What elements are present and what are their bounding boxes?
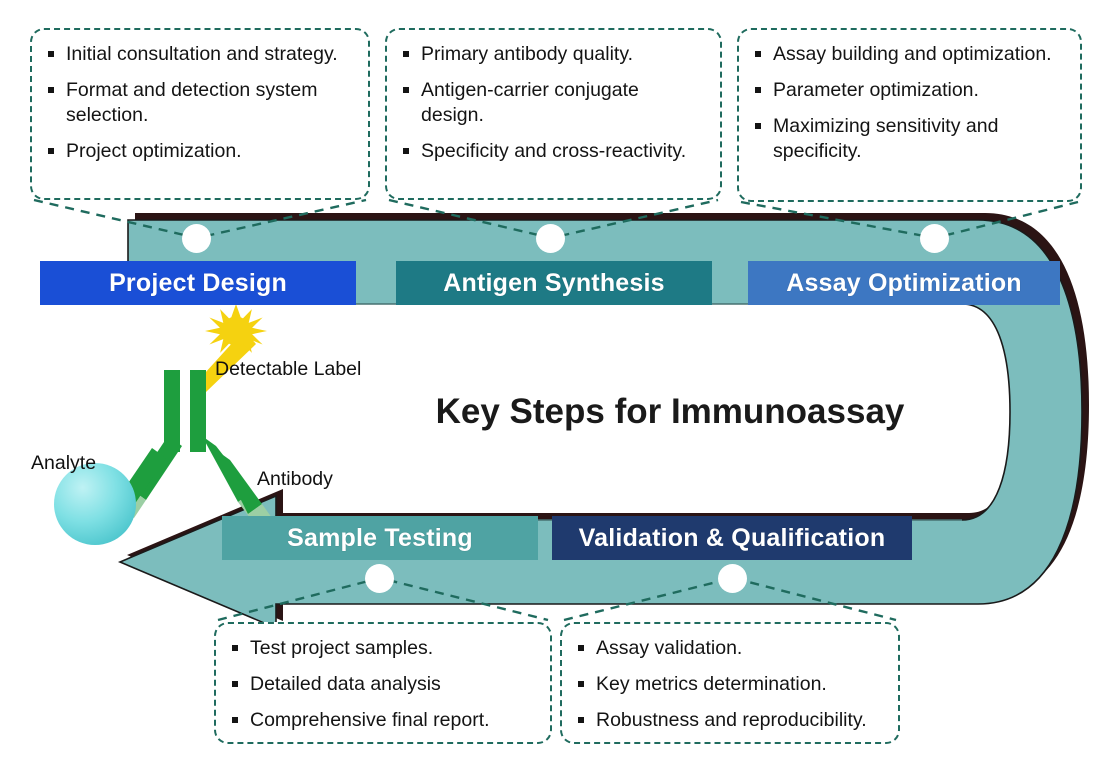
bullet-icon [755,122,761,129]
antibody-label-caption: Antibody [257,468,333,490]
list-item-text: Assay validation. [596,637,743,659]
callout-validation-qualification: Assay validation. Key metrics determinat… [560,622,900,744]
detectable-label-starburst [205,304,267,358]
callout-assay-optimization-list: Assay building and optimization. Paramet… [753,42,1066,164]
chip-sample-testing[interactable]: Sample Testing [222,516,538,560]
bullet-icon [48,147,54,154]
antibody-heavy-chain-left [164,370,180,452]
list-item-text: Initial consultation and strategy. [66,43,338,65]
list-item: Comprehensive final report. [230,708,536,733]
chip-assay-optimization-label: Assay Optimization [786,268,1022,297]
analyte-sphere [54,463,136,545]
list-item-text: Parameter optimization. [773,78,979,101]
bullet-icon [755,51,761,57]
bullet-icon [578,716,584,723]
list-item: Detailed data analysis [230,672,536,697]
callout-antigen-synthesis: Primary antibody quality. Antigen-carrie… [385,28,722,200]
bullet-icon [403,86,409,93]
detectable-label-beam [195,330,256,392]
list-item: Parameter optimization. [753,78,1066,103]
chip-project-design-label: Project Design [109,268,287,297]
analyte-label-caption: Analyte [31,452,97,474]
chip-sample-testing-label: Sample Testing [287,523,473,552]
page-title: Key Steps for Immunoassay [435,392,905,431]
callout-sample-testing: Test project samples. Detailed data anal… [214,622,552,744]
node-validation-qualification [718,564,747,593]
chip-assay-optimization[interactable]: Assay Optimization [748,261,1060,305]
node-antigen-synthesis [536,224,565,253]
antibody-label-text: Antibody [257,468,333,491]
bullet-icon [403,51,409,57]
bullet-icon [232,645,238,651]
list-item-text: Antigen-carrier conjugate design. [421,78,639,126]
analyte-label-text: Analyte [31,452,96,475]
list-item: Primary antibody quality. [401,42,706,67]
list-item: Assay building and optimization. [753,42,1066,67]
list-item-text: Project optimization. [66,139,242,162]
chip-antigen-synthesis-label: Antigen Synthesis [443,268,665,297]
list-item: Assay validation. [576,636,884,661]
bullet-icon [403,147,409,154]
list-item: Maximizing sensitivity and specificity. [753,114,1066,164]
callout-sample-testing-list: Test project samples. Detailed data anal… [230,636,536,733]
list-item: Key metrics determination. [576,672,884,697]
bullet-icon [48,51,54,57]
list-item-text: Robustness and reproducibility. [596,708,867,731]
list-item-text: Comprehensive final report. [250,708,490,731]
chip-antigen-synthesis[interactable]: Antigen Synthesis [396,261,712,305]
chip-validation-qualification-label: Validation & Qualification [578,523,886,552]
detectable-label-caption: Detectable Label [215,358,362,380]
callout-validation-qualification-list: Assay validation. Key metrics determinat… [576,636,884,733]
list-item-text: Maximizing sensitivity and specificity. [773,114,999,162]
bullet-icon [578,680,584,687]
bullet-icon [232,680,238,687]
list-item: Format and detection system selection. [46,78,354,128]
list-item-text: Key metrics determination. [596,672,827,695]
list-item-text: Format and detection system selection. [66,78,318,126]
antibody-heavy-chain-right [190,370,206,452]
list-item: Antigen-carrier conjugate design. [401,78,706,128]
list-item: Specificity and cross-reactivity. [401,139,706,164]
callout-project-design-list: Initial consultation and strategy. Forma… [46,42,354,164]
callout-antigen-synthesis-list: Primary antibody quality. Antigen-carrie… [401,42,706,164]
chip-validation-qualification[interactable]: Validation & Qualification [552,516,912,560]
bullet-icon [578,645,584,651]
antibody-illustration [54,304,272,545]
node-project-design [182,224,211,253]
bullet-icon [755,86,761,93]
bullet-icon [48,86,54,93]
callout-project-design: Initial consultation and strategy. Forma… [30,28,370,200]
detectable-label-text: Detectable Label [215,358,361,381]
list-item-text: Assay building and optimization. [773,43,1052,65]
node-sample-testing [365,564,394,593]
list-item-text: Test project samples. [250,637,434,659]
list-item-text: Detailed data analysis [250,672,441,695]
chip-project-design[interactable]: Project Design [40,261,356,305]
list-item: Project optimization. [46,139,354,164]
callout-assay-optimization: Assay building and optimization. Paramet… [737,28,1082,202]
list-item-text: Specificity and cross-reactivity. [421,139,687,162]
bullet-icon [232,716,238,723]
node-assay-optimization [920,224,949,253]
list-item-text: Primary antibody quality. [421,43,634,65]
list-item: Initial consultation and strategy. [46,42,354,67]
list-item: Test project samples. [230,636,536,661]
list-item: Robustness and reproducibility. [576,708,884,733]
